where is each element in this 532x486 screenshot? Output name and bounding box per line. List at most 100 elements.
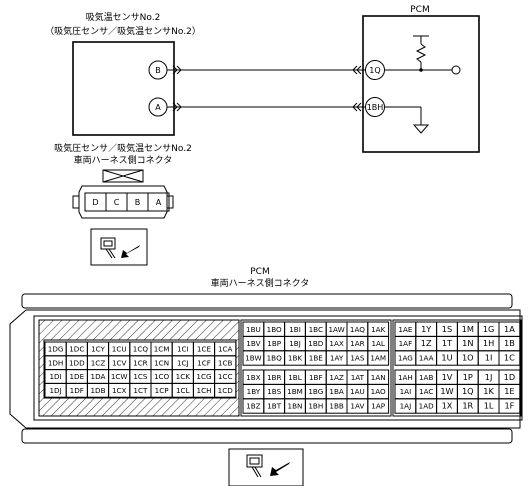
pin-cell-label: 1DJ (49, 386, 61, 395)
pin-cell-label: 1F (504, 401, 514, 411)
pcm-title: PCM (410, 5, 429, 15)
pin-cell-label: 1E (504, 386, 514, 396)
pin-cell (367, 398, 390, 414)
pin-cell-label: 1CX (112, 386, 127, 395)
pin-cell-label: 1G (483, 324, 495, 334)
pin-cell-label: 1CW (111, 372, 128, 381)
pin-cell-label: 1AQ (350, 325, 365, 334)
pin-cell-label: 1CL (176, 386, 190, 395)
pin-cell-label: 1BE (309, 354, 324, 363)
pin-cell-label: 1DB (90, 386, 105, 395)
pin-cell-label: 1DA (91, 372, 106, 381)
arrow-icon (121, 245, 140, 258)
pin-cell-label: 1AV (350, 402, 364, 411)
sensor-box (72, 41, 175, 136)
pin-cell-label: 1O (462, 353, 474, 363)
pin-cell-label: 1AM (370, 354, 386, 363)
small-cell-d: D (92, 198, 98, 207)
pcm-connector-title-1: PCM (250, 267, 269, 277)
pin-cell-label: 1K (483, 386, 494, 396)
pin-cell-label: 1C (504, 353, 515, 363)
pin-cell-label: 1BA (329, 387, 344, 396)
small-connector-title-1: 吸気圧センサ／吸気温センサNo.2 (54, 142, 192, 154)
pin-cell-label: 1BG (308, 387, 323, 396)
pin-cell-label: 1BU (246, 325, 261, 334)
pcm-input-terminal (451, 65, 461, 75)
pin-cell-label: 1DE (69, 372, 84, 381)
pin-cell-label: 1DF (70, 386, 84, 395)
pin-cell-label: 1W (440, 386, 453, 396)
pin-cell-label: 1BW (245, 354, 261, 363)
pin-cell-label: 1CP (155, 386, 170, 395)
pcm-connector-title-2: 車両ハーネス側コネクタ (211, 277, 310, 289)
sensor-subtitle: （吸気圧センサ／吸気温センサNo.2） (45, 25, 201, 37)
pin-cell-label: 1S (442, 324, 452, 334)
pin-cell-label: 1CM (154, 345, 170, 354)
pin-cell-label: 1H (483, 338, 494, 348)
wire-a-1bh (167, 102, 365, 112)
pin-cell-label: 1BB (329, 402, 344, 411)
pin-cell-label: 1CC (218, 372, 233, 381)
pin-cell-label: 1D (504, 372, 516, 382)
pin-cell-label: 1X (442, 401, 453, 411)
pin-cell-label: 1BZ (246, 402, 261, 411)
pin-cell-label: 1AC (419, 387, 433, 396)
pin-cell-label: 1AA (419, 354, 434, 363)
pin-cell-label: 1BP (267, 339, 282, 348)
pin-cell-label: 1CF (197, 358, 211, 367)
pin-cell-label: 1Z (421, 338, 432, 348)
pin-cell-label: 1BT (267, 402, 282, 411)
pin-cell-label: 1CG (196, 372, 211, 381)
pin-cell-label: 1AW (328, 325, 344, 334)
pin-cell-label: 1Q (462, 386, 474, 396)
pin-cell-label: 1AF (399, 339, 413, 348)
pin-cell-label: 1DD (69, 358, 85, 367)
pin-cell-label: 1V (442, 372, 453, 382)
pin-cell-label: 1AH (398, 373, 413, 382)
pin-cell-label: 1AE (398, 325, 412, 334)
pin-cell (214, 382, 237, 398)
pin-cell-label: 1AJ (400, 402, 412, 411)
pin-cell-label: 1AN (371, 373, 386, 382)
pcm-pin-1q-label: 1Q (369, 66, 380, 75)
pin-cell-label: 1CH (197, 386, 212, 395)
pin-cell-label: 1AL (371, 339, 385, 348)
pin-cell-label: 1CD (218, 386, 234, 395)
pin-cell-label: 1BX (246, 373, 261, 382)
pin-cell-label: 1BM (287, 387, 303, 396)
pin-cell-label: 1AT (351, 373, 365, 382)
pin-cell-label: 1AZ (329, 373, 343, 382)
pin-cell-label: 1AX (329, 339, 343, 348)
resistor-icon (415, 43, 427, 63)
pin-cell-label: 1A (504, 324, 515, 334)
pin-cell-label: 1CR (133, 358, 148, 367)
pin-cell-label: 1AB (419, 373, 433, 382)
pin-cell-label: 1BO (267, 325, 282, 334)
pcm-pin-1bh (365, 97, 385, 117)
pcm-pin-1q (365, 60, 385, 80)
pin-cell-label: 1Y (421, 324, 432, 334)
pin-cell-label: 1BN (288, 402, 303, 411)
pin-cell-label: 1AY (330, 354, 344, 363)
pin-cell-label: 1AP (371, 402, 385, 411)
pin-cell-label: 1CE (197, 345, 212, 354)
sensor-pin-b-label: B (155, 66, 161, 75)
pin-cell-label: 1BQ (267, 354, 283, 363)
pin-cell-label: 1AO (371, 387, 386, 396)
pin-cell (498, 350, 521, 366)
pin-cell-label: 1BS (267, 387, 281, 396)
pin-cell-label: 1U (441, 353, 452, 363)
pin-cell-label: 1CT (133, 386, 148, 395)
pin-cell-label: 1CB (218, 358, 233, 367)
pin-cell-label: 1AK (371, 325, 385, 334)
pin-cell-label: 1AS (350, 354, 364, 363)
pin-cell-label: 1BF (309, 373, 323, 382)
pin-cell-label: 1BK (288, 354, 303, 363)
pin-cell-label: 1AI (400, 387, 412, 396)
pin-cell-label: 1CV (112, 358, 127, 367)
pin-cell-label: 1I (485, 353, 493, 363)
pin-cell-label: 1B (504, 338, 515, 348)
pin-cell-label: 1CS (133, 372, 148, 381)
pin-cell-label: 1CZ (91, 358, 106, 367)
